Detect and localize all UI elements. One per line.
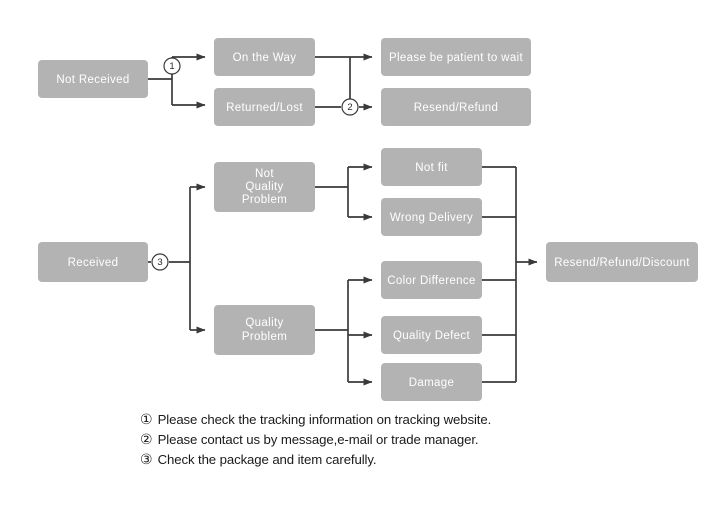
- node-not-received-box: [38, 60, 148, 98]
- node-please-be-patient-to-wait[interactable]: Please be patient to wait: [381, 38, 531, 76]
- node-resend-refund[interactable]: Resend/Refund: [381, 88, 531, 126]
- footnotes-list: ① Please check the tracking information …: [140, 410, 610, 470]
- footnote-item: ② Please contact us by message,e-mail or…: [140, 430, 610, 450]
- node-not-quality-problem-label-line1: Not: [255, 168, 274, 180]
- node-damage[interactable]: Damage: [381, 363, 482, 401]
- footnote-text-3: Check the package and item carefully.: [157, 452, 377, 467]
- footnote-item: ① Please check the tracking information …: [140, 410, 610, 430]
- node-not-quality-problem[interactable]: Not Quality Problem: [214, 162, 315, 212]
- node-quality-problem-label-line2: Problem: [242, 331, 287, 343]
- node-color-difference-label: Color Difference: [387, 275, 475, 287]
- marker-2-label: 2: [347, 102, 352, 113]
- node-quality-problem-box: [214, 305, 315, 355]
- node-not-fit-label: Not fit: [415, 162, 448, 174]
- marker-2-circle: [341, 98, 359, 116]
- node-quality-defect-box: [381, 316, 482, 354]
- marker-3-label: 3: [157, 257, 162, 268]
- marker-2: 2: [341, 98, 359, 116]
- node-not-quality-problem-label-line2: Quality: [245, 181, 283, 193]
- node-resend-refund-discount-label: Resend/Refund/Discount: [554, 257, 690, 269]
- node-not-quality-problem-box: [214, 162, 315, 212]
- footnote-text-1: Please check the tracking information on…: [157, 412, 492, 427]
- node-not-fit-box: [381, 148, 482, 186]
- node-received-box: [38, 242, 148, 282]
- footnote-item: ③ Check the package and item carefully.: [140, 450, 610, 470]
- node-resend-refund-box: [381, 88, 531, 126]
- node-not-received-label: Not Received: [56, 74, 129, 86]
- node-color-difference[interactable]: Color Difference: [381, 261, 482, 299]
- connector-group-bottom: [148, 163, 538, 386]
- marker-1: 1: [163, 57, 181, 75]
- node-quality-defect-label: Quality Defect: [393, 330, 471, 342]
- node-not-received[interactable]: Not Received: [38, 60, 148, 98]
- node-please-be-patient-box: [381, 38, 531, 76]
- marker-1-label: 1: [169, 61, 174, 72]
- node-returned-lost-label: Returned/Lost: [226, 102, 303, 114]
- footnote-marker-1: ①: [140, 412, 153, 428]
- node-resend-refund-label: Resend/Refund: [414, 102, 498, 114]
- node-wrong-delivery-box: [381, 198, 482, 236]
- node-color-difference-box: [381, 261, 482, 299]
- node-please-be-patient-label: Please be patient to wait: [389, 52, 524, 64]
- node-on-the-way-box: [214, 38, 315, 76]
- node-on-the-way-label: On the Way: [233, 52, 297, 64]
- node-not-fit[interactable]: Not fit: [381, 148, 482, 186]
- node-returned-lost[interactable]: Returned/Lost: [214, 88, 315, 126]
- node-wrong-delivery-label: Wrong Delivery: [390, 212, 473, 224]
- marker-3: 3: [151, 253, 169, 271]
- node-on-the-way[interactable]: On the Way: [214, 38, 315, 76]
- footnote-text-2: Please contact us by message,e-mail or t…: [157, 432, 479, 447]
- node-quality-defect[interactable]: Quality Defect: [381, 316, 482, 354]
- footnote-marker-2: ②: [140, 432, 153, 448]
- node-quality-problem-label-line1: Quality: [245, 317, 283, 329]
- node-received[interactable]: Received: [38, 242, 148, 282]
- node-damage-label: Damage: [409, 377, 455, 389]
- marker-3-circle: [151, 253, 169, 271]
- node-resend-refund-discount-box: [546, 242, 698, 282]
- node-resend-refund-discount[interactable]: Resend/Refund/Discount: [546, 242, 698, 282]
- node-wrong-delivery[interactable]: Wrong Delivery: [381, 198, 482, 236]
- node-received-label: Received: [68, 257, 119, 269]
- marker-1-circle: [163, 57, 181, 75]
- footnote-marker-3: ③: [140, 452, 153, 468]
- node-not-quality-problem-label-line3: Problem: [242, 194, 287, 206]
- node-quality-problem[interactable]: Quality Problem: [214, 305, 315, 355]
- node-damage-box: [381, 363, 482, 401]
- node-returned-lost-box: [214, 88, 315, 126]
